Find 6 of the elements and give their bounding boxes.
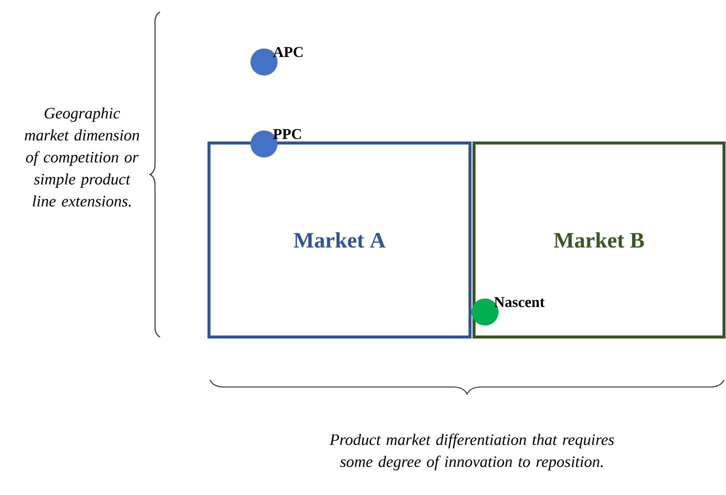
node-label: Nascent xyxy=(494,297,545,308)
node-label: PPC xyxy=(273,129,301,140)
node-label: APC xyxy=(273,47,303,58)
annotation-text: Geographic market dimension of competition or simple product line extensions. xyxy=(24,107,140,207)
annotation-text: Product market differentiation that requires some degree of innovation to reposition. xyxy=(330,434,614,470)
market-box: Market A xyxy=(208,142,472,338)
